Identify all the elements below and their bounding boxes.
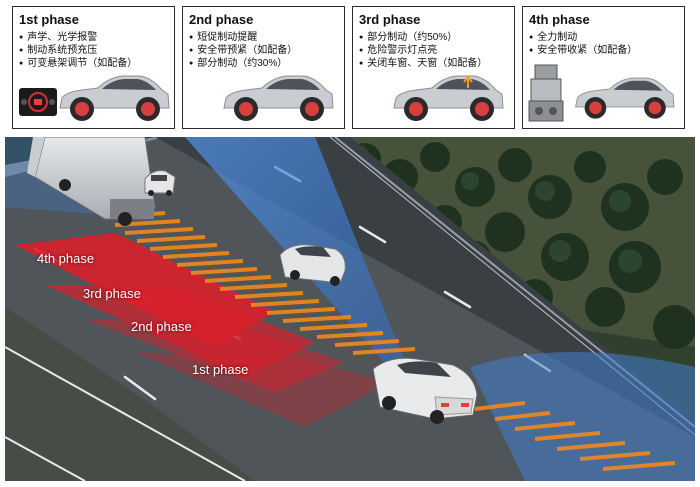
ego-car — [372, 357, 478, 424]
phase-panel-2: 2nd phase 短促制动提醒 安全带预紧（如配备） 部分制动（约30%） — [182, 6, 345, 129]
phase-action: 关闭车窗、天窗（如配备） — [359, 57, 487, 70]
phase-actions-list: 全力制动 安全带收紧（如配备） — [529, 31, 637, 57]
phase-action: 声学、光学报警 — [19, 31, 137, 44]
car-side-icon — [575, 77, 675, 119]
phase-panel-1: 1st phase 声学、光学报警 制动系统预充压 可变悬架调节（如配备） — [12, 6, 175, 129]
middle-car — [279, 244, 346, 286]
car-side-window-icon — [393, 75, 504, 121]
far-car — [144, 170, 176, 196]
stripe-path — [104, 211, 676, 471]
zone-label-2nd-phase: 2nd phase — [131, 319, 192, 334]
phase-action: 制动系统预充压 — [19, 44, 137, 57]
dashboard-display-icon — [19, 88, 57, 116]
phase-panel-title: 1st phase — [19, 12, 79, 27]
brake-unit-icon — [528, 64, 564, 122]
zone-label-3rd-phase: 3rd phase — [83, 286, 141, 301]
phase-action: 部分制动（约30%） — [189, 57, 297, 70]
phase-action: 可变悬架调节（如配备） — [19, 57, 137, 70]
warning-zones — [15, 233, 390, 427]
phase-panel-title: 4th phase — [529, 12, 590, 27]
phase-panel-4: 4th phase 全力制动 安全带收紧（如配备） — [522, 6, 685, 129]
phase-action: 短促制动提醒 — [189, 31, 297, 44]
phase-panel-3: 3rd phase 部分制动（约50%） 危险警示灯点亮 关闭车窗、天窗（如配备… — [352, 6, 515, 129]
phase-action: 全力制动 — [529, 31, 637, 44]
phase-panel-title: 3rd phase — [359, 12, 421, 27]
phase-action: 部分制动（约50%） — [359, 31, 487, 44]
phase-actions-list: 声学、光学报警 制动系统预充压 可变悬架调节（如配备） — [19, 31, 137, 70]
zone-label-4th-phase: 4th phase — [37, 251, 95, 266]
phase-action: 安全带收紧（如配备） — [529, 44, 637, 57]
car-side-icon — [223, 75, 334, 121]
highway-illustration — [5, 137, 695, 481]
zone-label-1st-phase: 1st phase — [192, 362, 249, 377]
phase-action: 危险警示灯点亮 — [359, 44, 487, 57]
truck — [27, 137, 156, 226]
highway-scene: 4th phase 3rd phase 2nd phase 1st phase — [5, 137, 695, 481]
phase-action: 安全带预紧（如配备） — [189, 44, 297, 57]
car-side-icon — [59, 75, 170, 121]
phase-actions-list: 短促制动提醒 安全带预紧（如配备） 部分制动（约30%） — [189, 31, 297, 70]
phase-panel-title: 2nd phase — [189, 12, 254, 27]
phase-actions-list: 部分制动（约50%） 危险警示灯点亮 关闭车窗、天窗（如配备） — [359, 31, 487, 70]
